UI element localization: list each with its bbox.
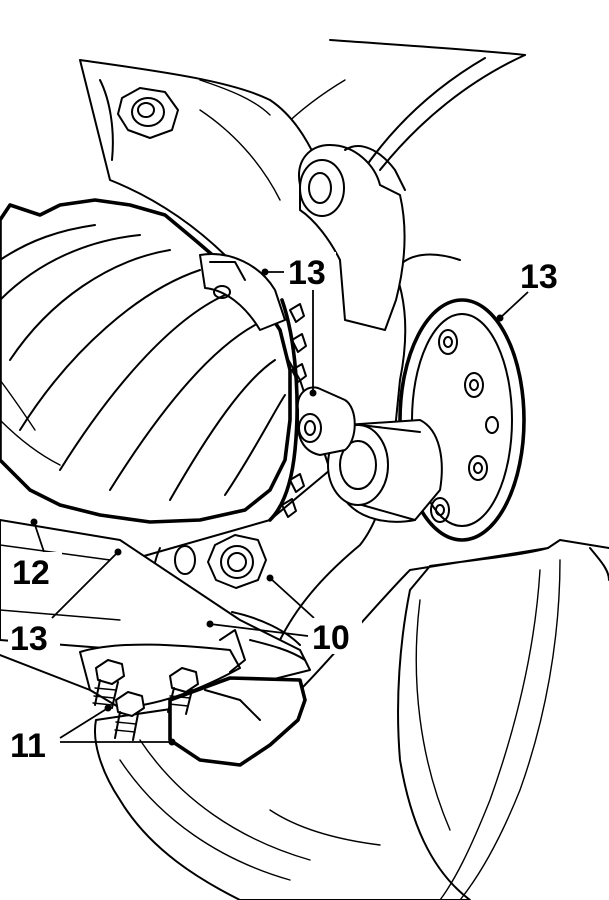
upper-bolt	[117, 87, 179, 139]
leader-lines	[30, 268, 529, 746]
label-13-top: 13	[288, 254, 326, 292]
lower-link	[231, 611, 306, 661]
label-11: 11	[10, 727, 46, 765]
label-13-right: 13	[520, 258, 558, 296]
label-12: 12	[12, 554, 50, 592]
drive-shaft-spline	[268, 298, 356, 522]
label-10: 10	[312, 619, 350, 657]
boot-clamp	[199, 253, 286, 331]
label-13-left: 13	[10, 620, 48, 658]
ball-joint-studs	[92, 659, 199, 741]
upper-control-arm-mount	[298, 144, 406, 331]
lower-mount-bushing	[327, 419, 443, 523]
callout-labels: 13 13 12 13 10 11	[8, 252, 558, 765]
